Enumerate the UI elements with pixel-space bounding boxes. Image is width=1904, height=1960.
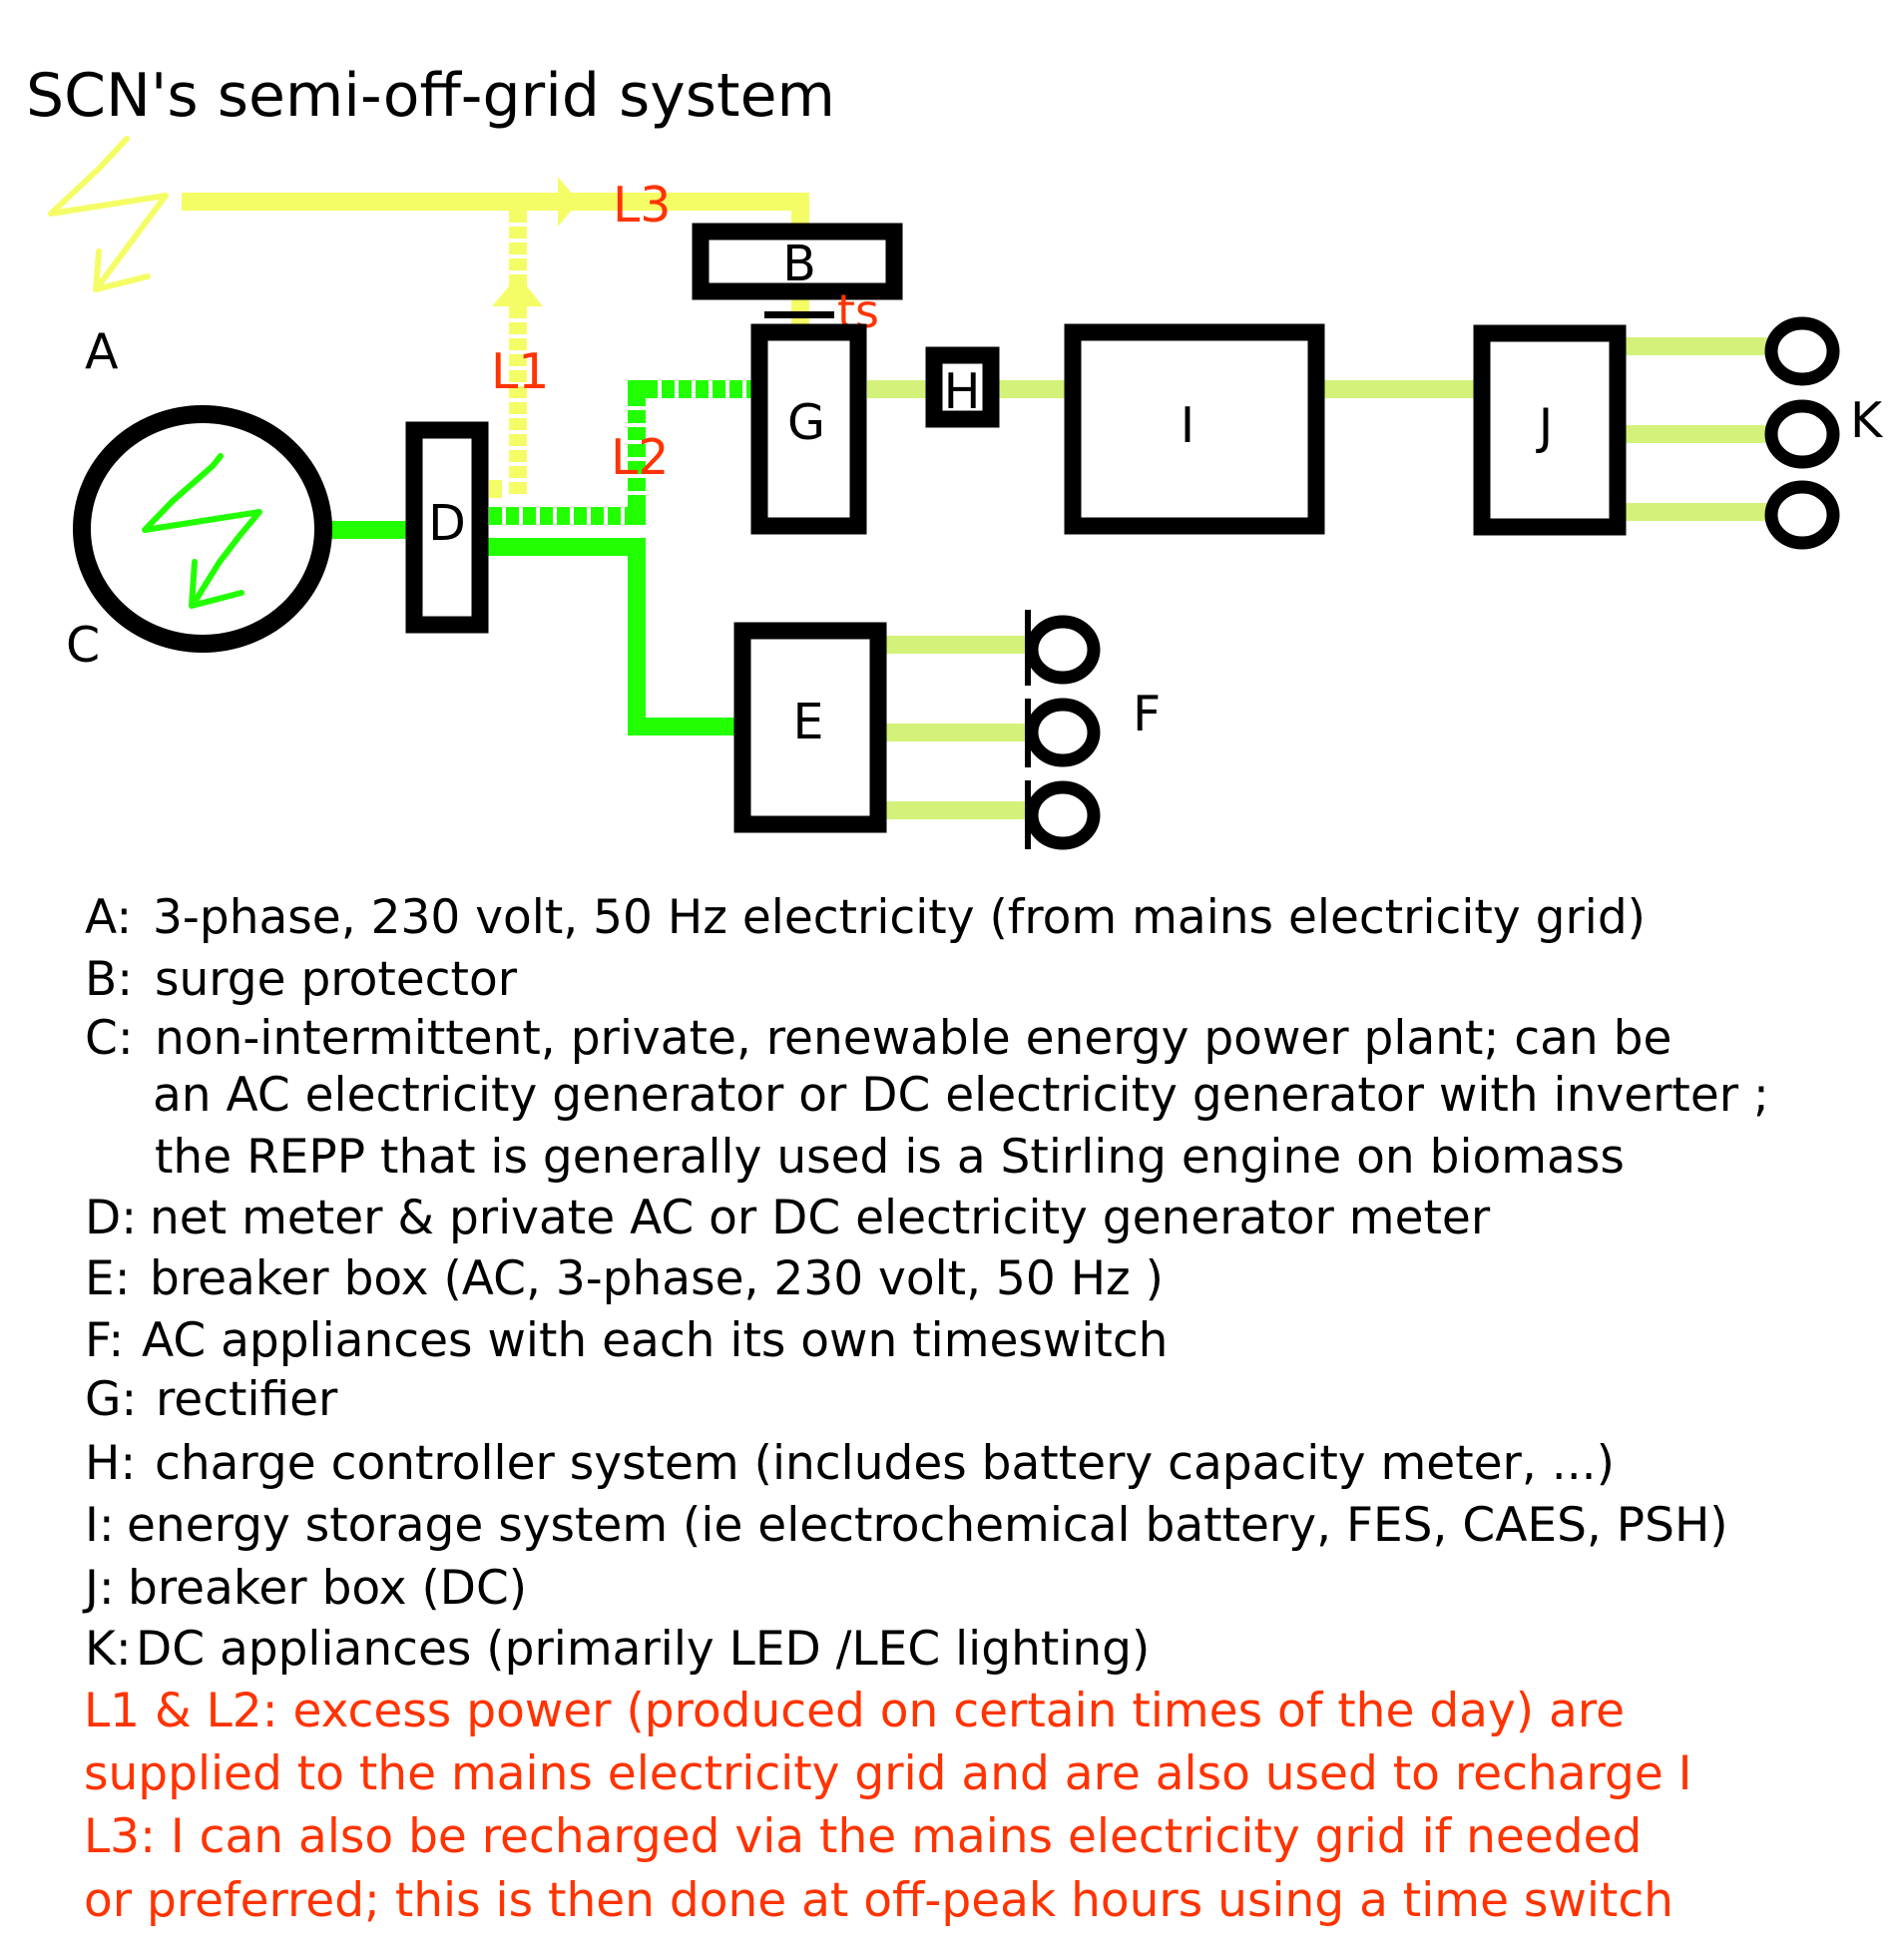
label-e: E [793,694,824,750]
legend-item-a: A: 3-phase, 230 volt, 50 Hz electricity (… [85,890,1646,945]
l1-arrow-icon [492,286,543,306]
power-plant-c [73,405,332,653]
legend-key: K: [85,1622,132,1677]
label-i: I [1181,397,1194,454]
label-k: K [1850,392,1884,449]
legend-text: breaker box (DC) [128,1561,527,1616]
label-j: J [1536,398,1553,455]
legend-note-l1-l2: L1 & L2: excess power (produced on certa… [84,1684,1625,1738]
legend-text: breaker box (AC, 3-phase, 230 volt, 50 H… [150,1251,1164,1306]
ac-breaker-box-e [733,622,887,833]
legend-text: non-intermittent, private, renewable ene… [155,1011,1671,1066]
legend-key: B: [85,952,133,1007]
legend-note-l1-l2-cont: supplied to the mains electricity grid a… [84,1746,1692,1801]
label-g: G [787,394,825,451]
legend-key: A: [85,890,132,945]
legend-text: the REPP that is generally used is a Sti… [155,1130,1625,1185]
diagram-title: SCN's semi-off-grid system [26,61,835,131]
legend-key: H: [85,1436,136,1491]
legend-item-c-cont2: the REPP that is generally used is a Sti… [155,1130,1625,1185]
charge-controller-h [925,346,1000,428]
legend-note-l3-cont: or preferred; this is then done at off-p… [84,1873,1673,1928]
mains-grid-lightning-icon [48,136,169,292]
legend-key: C: [85,1011,134,1066]
ac-appliance-icon [1025,698,1101,767]
legend-key: I: [85,1498,115,1553]
label-d: D [428,495,466,552]
surge-protector-b [692,223,903,300]
legend-text: an AC electricity generator or DC electr… [153,1068,1769,1123]
dc-breaker-box-j [1473,324,1627,536]
dc-appliance-icon [1764,316,1840,386]
legend-item-c: C: non-intermittent, private, renewable e… [85,1011,1671,1066]
legend-key: G: [85,1372,137,1427]
legend-key: F: [85,1313,124,1368]
net-meter-d [405,421,489,634]
legend-text: surge protector [155,952,518,1007]
line-l1-excess-to-grid [489,211,543,498]
label-l1: L1 [491,343,549,400]
time-switch-ts [764,311,834,318]
l3-arrow-icon [558,177,579,227]
rectifier-g [750,323,867,535]
dc-appliance-icon [1764,480,1840,550]
label-a: A [85,323,119,380]
legend-item-g: G: rectifier [85,1372,338,1427]
legend-note-l3: L3: I can also be recharged via the main… [84,1809,1642,1864]
line-ac-supply [330,521,735,735]
legend-text: net meter & private AC or DC electricity… [150,1191,1491,1245]
legend-item-h: H: charge controller system (includes bat… [85,1436,1615,1491]
legend-text: rectifier [156,1372,338,1427]
power-plant-lightning-icon [142,453,262,609]
legend-text: 3-phase, 230 volt, 50 Hz electricity (fr… [153,890,1646,945]
legend-key: D: [85,1191,137,1245]
legend-item-k: K:DC appliances (primarily LED /LEC ligh… [85,1622,1150,1677]
legend-item-e: E: breaker box (AC, 3-phase, 230 volt, 50… [85,1251,1164,1306]
ac-appliance-icon [1025,780,1101,850]
dc-appliances-k [1764,316,1840,550]
line-l2-excess-to-rectifier [489,380,751,525]
legend-text: energy storage system (ie electrochemica… [127,1498,1728,1553]
legend-item-b: B: surge protector [85,952,518,1007]
label-h: H [944,363,981,420]
legend-item-d: D:net meter & private AC or DC electrici… [85,1191,1491,1245]
legend-text: charge controller system (includes batte… [155,1436,1615,1491]
legend-key: E: [85,1251,131,1306]
label-b: B [782,236,816,292]
legend-text: DC appliances (primarily LED /LEC lighti… [136,1622,1150,1677]
label-l2: L2 [611,429,669,486]
legend-item-j: J:breaker box (DC) [82,1561,527,1616]
energy-storage-i [1064,323,1325,535]
line-dc [867,337,1767,819]
dc-appliance-icon [1764,399,1840,469]
legend-key: J: [82,1561,115,1616]
label-c: C [66,617,100,674]
legend: A: 3-phase, 230 volt, 50 Hz electricity (… [82,890,1769,1928]
ac-appliances-f [1025,610,1101,850]
label-f: F [1133,686,1161,742]
ac-appliance-icon [1025,615,1101,685]
legend-item-c-cont1: an AC electricity generator or DC electr… [153,1068,1769,1123]
legend-item-i: I:energy storage system (ie electrochemi… [85,1498,1728,1553]
legend-item-f: F: AC appliances with each its own timesw… [85,1313,1168,1368]
label-l3: L3 [613,177,671,234]
legend-text: AC appliances with each its own timeswit… [142,1313,1168,1368]
